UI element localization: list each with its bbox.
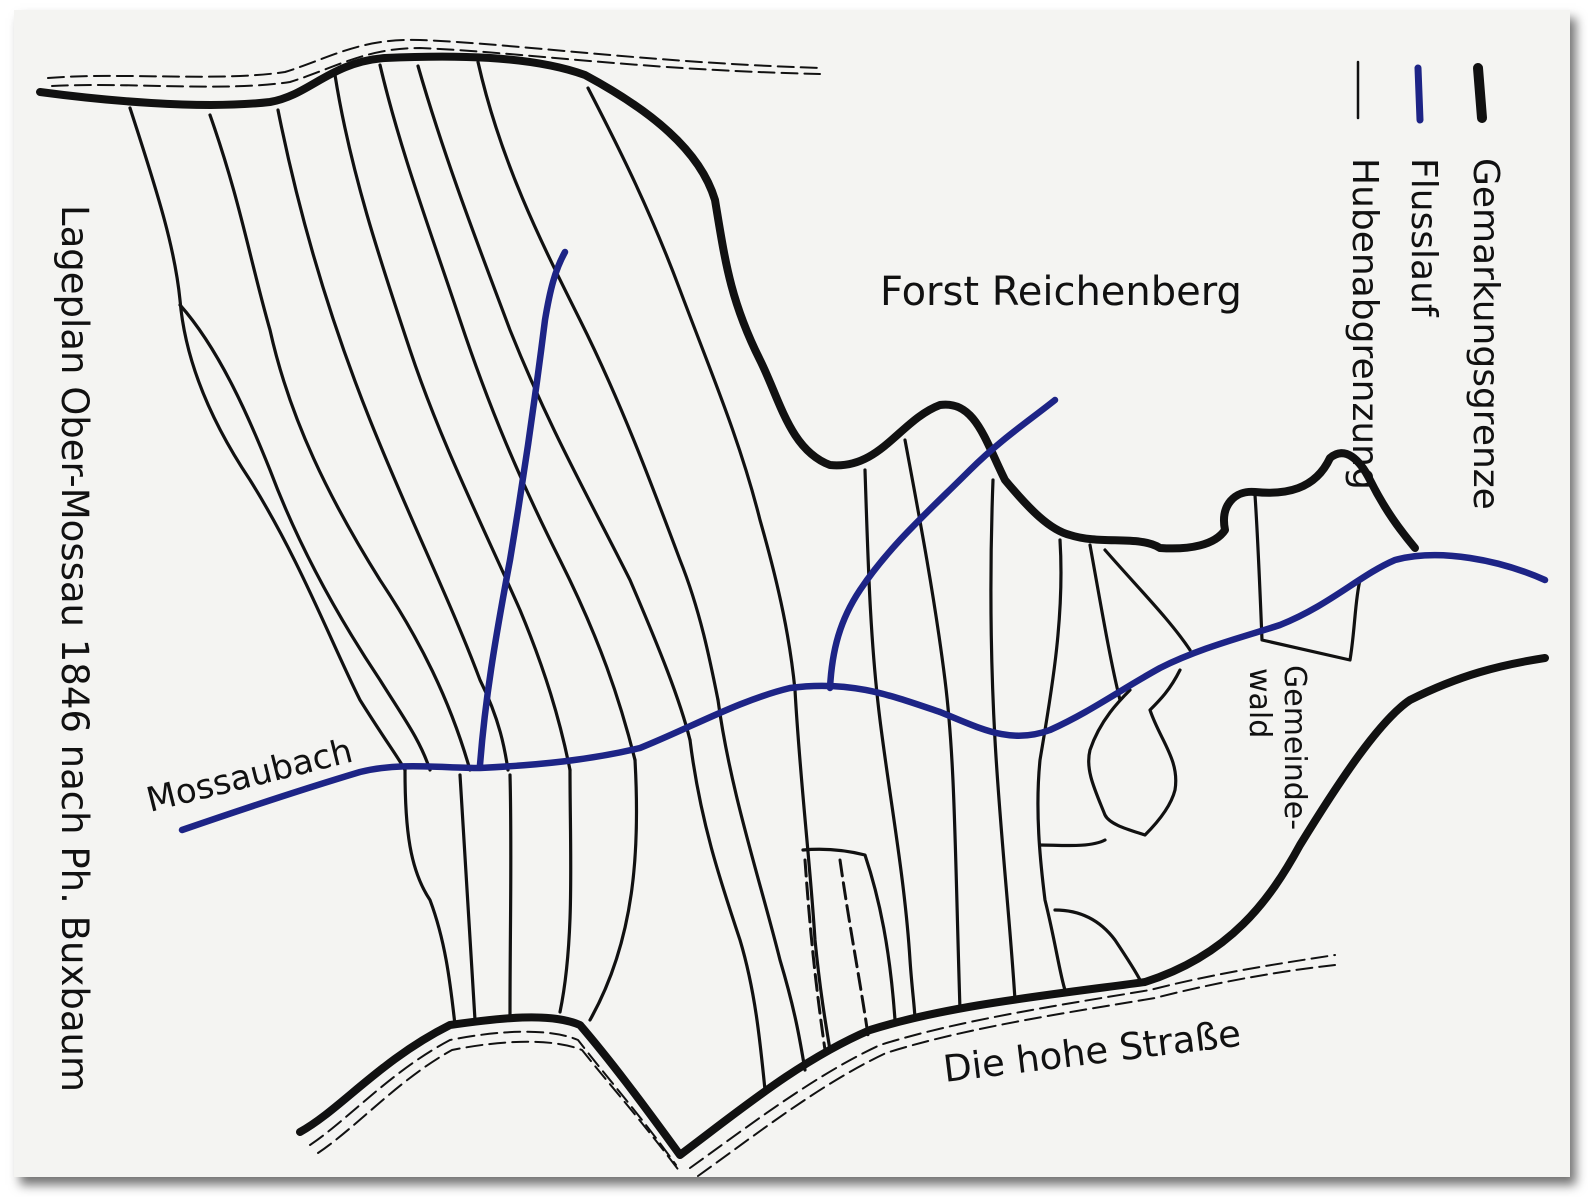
parcel-lines-west (128, 60, 797, 772)
stream-tributary-west (476, 248, 569, 769)
road-south-edge-1 (309, 1030, 677, 1166)
road-hohe-strasse-edge-1 (689, 954, 1336, 1169)
legend: Gemarkungsgrenze Flusslauf Hubenabgrenzu… (1344, 60, 1506, 510)
road-hohe-strasse-edge-2 (697, 964, 1336, 1177)
legend-swatch-boundary (1473, 63, 1487, 123)
parcel-lines-south (403, 688, 897, 1092)
boundary-south (296, 654, 1549, 1159)
road-south-edge-2 (317, 1040, 681, 1173)
label-forest: Forst Reichenberg (880, 269, 1242, 315)
map-title: Lageplan Ober-Mossau 1846 nach Ph. Buxba… (53, 205, 96, 1092)
road-top-edge-1 (47, 38, 821, 79)
stream-mossaubach (178, 552, 1549, 834)
parcel-dashed-1 (803, 858, 827, 1052)
stream-tributary-east (826, 396, 1059, 692)
map-paper (14, 10, 1570, 1177)
label-road: Die hohe Straße (941, 1012, 1243, 1091)
legend-label-parcel: Hubenabgrenzung (1344, 158, 1385, 490)
boundary-outer (36, 52, 1419, 553)
legend-label-boundary: Gemarkungsgrenze (1465, 158, 1506, 510)
label-communal-forest-line1: Gemeinde- (1277, 665, 1312, 830)
legend-label-stream: Flusslauf (1403, 158, 1444, 318)
road-top-edge-2 (51, 47, 821, 88)
parcel-dashed-2 (838, 858, 870, 1037)
legend-swatch-stream (1414, 64, 1424, 124)
label-communal-forest-line2: wald (1242, 668, 1277, 738)
